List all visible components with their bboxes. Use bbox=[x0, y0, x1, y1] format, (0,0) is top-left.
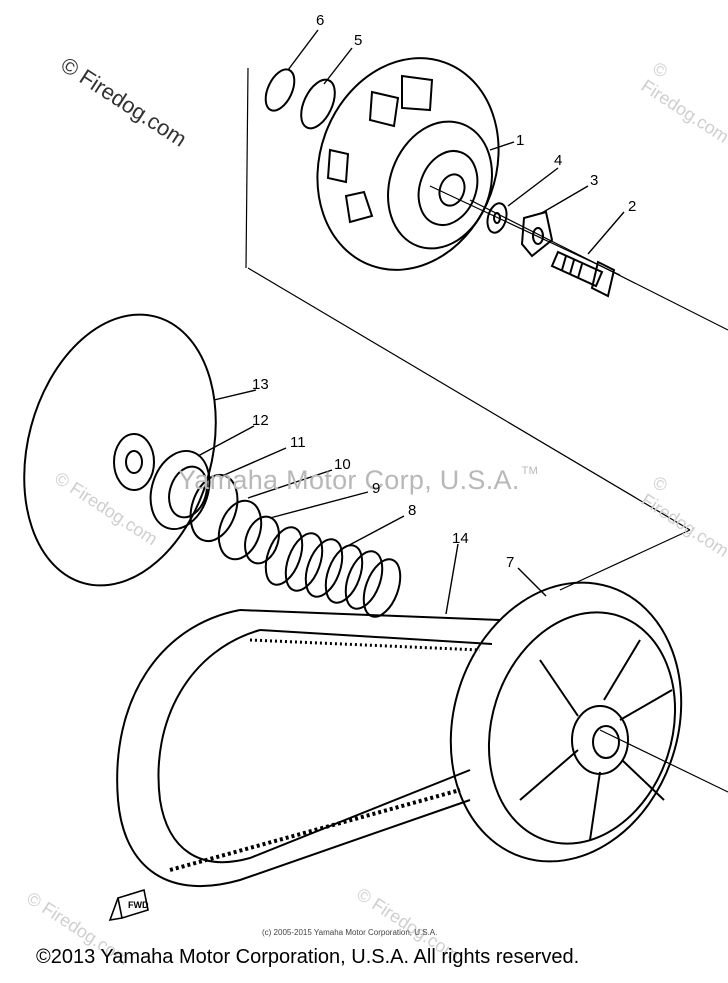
drive-belt bbox=[116, 609, 501, 888]
bolt-2 bbox=[550, 250, 616, 298]
callout-12: 12 bbox=[252, 412, 269, 429]
callout-6: 6 bbox=[316, 12, 325, 29]
callout-11: 11 bbox=[290, 434, 306, 451]
callout-leaders bbox=[197, 29, 625, 615]
callout-9: 9 bbox=[372, 480, 381, 497]
callout-7: 7 bbox=[506, 554, 515, 571]
yamaha-watermark: Yamaha Motor Corp, U.S.A.TM bbox=[178, 465, 538, 496]
callout-4: 4 bbox=[554, 152, 563, 169]
circlip-5 bbox=[300, 78, 336, 130]
callout-14: 14 bbox=[452, 530, 469, 547]
callout-3: 3 bbox=[590, 172, 599, 189]
forward-arrow-icon bbox=[108, 888, 149, 922]
collar-10 bbox=[217, 499, 263, 561]
callout-8: 8 bbox=[408, 502, 417, 519]
callout-1: 1 bbox=[516, 132, 525, 149]
yamaha-watermark-text: Yamaha Motor Corp, U.S.A. bbox=[178, 465, 520, 495]
callout-5: 5 bbox=[354, 32, 363, 49]
washer-4 bbox=[486, 202, 508, 234]
callout-2: 2 bbox=[628, 198, 637, 215]
assembly-guide-lines bbox=[245, 67, 728, 793]
bushing-12 bbox=[149, 449, 211, 531]
small-copyright: (c) 2005-2015 Yamaha Motor Corporation, … bbox=[262, 928, 438, 937]
fwd-label: FWD bbox=[128, 900, 149, 910]
callout-13: 13 bbox=[252, 376, 269, 393]
driven-pulley bbox=[449, 581, 683, 863]
spring-8 bbox=[264, 526, 402, 618]
seat-9 bbox=[244, 515, 280, 565]
trademark-mark: TM bbox=[521, 465, 539, 477]
primary-sheave bbox=[316, 57, 500, 271]
circlip-6 bbox=[264, 68, 296, 112]
copyright-notice: ©2013 Yamaha Motor Corporation, U.S.A. A… bbox=[36, 946, 580, 968]
callout-10: 10 bbox=[334, 456, 351, 473]
